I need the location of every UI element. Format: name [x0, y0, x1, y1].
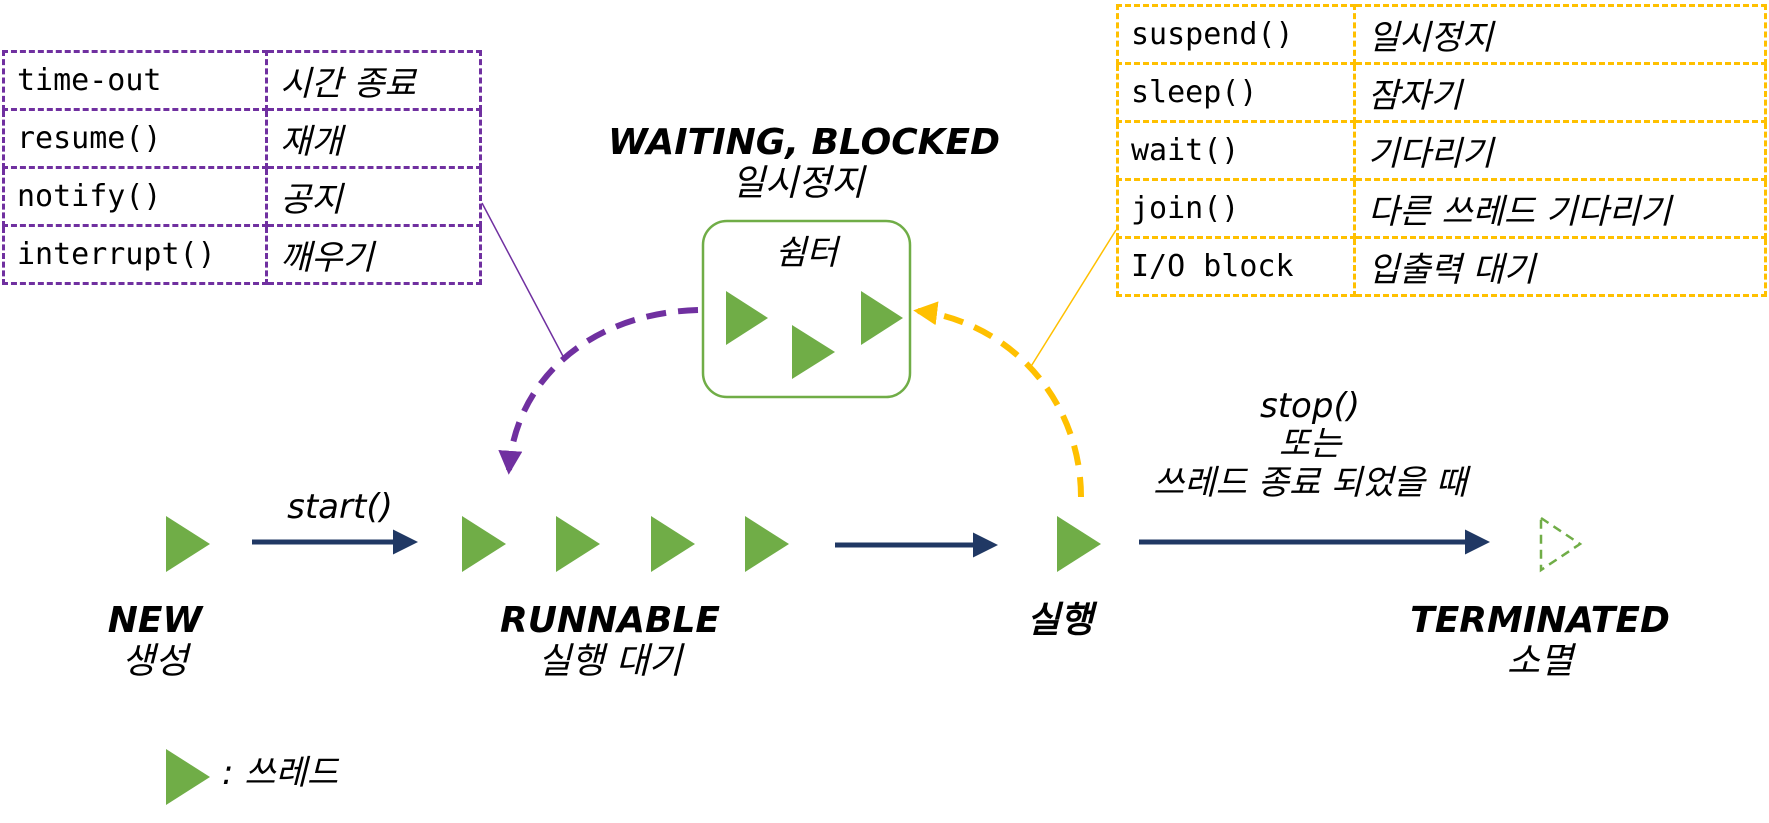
- meaning-cell: 기다리기: [1353, 120, 1767, 181]
- shelter-label: 쉼터: [775, 233, 838, 273]
- thread-icon: [861, 291, 903, 345]
- runnable-state-subtitle: 실행 대기: [538, 641, 682, 683]
- meaning-cell: 공지: [265, 166, 482, 227]
- meaning-cell: 재개: [265, 108, 482, 169]
- method-cell: join(): [1116, 178, 1356, 239]
- table-row: I/O block 입출력 대기: [1116, 236, 1767, 297]
- running-state-label: 실행: [990, 600, 1130, 641]
- table-row: time-out 시간 종료: [2, 50, 482, 111]
- table-row: notify() 공지: [2, 166, 482, 227]
- stop-label: stop() 또는 쓰레드 종료 되었을 때: [1080, 386, 1540, 503]
- runnable-thread-icon: [462, 516, 506, 572]
- thread-icon: [726, 291, 768, 345]
- purple-table-connector: [481, 202, 566, 361]
- method-cell: suspend(): [1116, 4, 1356, 65]
- resume-arrow: [498, 307, 699, 475]
- method-cell: interrupt(): [2, 224, 268, 285]
- new-thread-icon: [166, 516, 210, 572]
- method-cell: wait(): [1116, 120, 1356, 181]
- waiting-state-label: WAITING, BLOCKED 일시정지: [608, 122, 1001, 205]
- terminated-state-label: TERMINATED 소멸: [1390, 600, 1690, 683]
- table-row: suspend() 일시정지: [1116, 4, 1767, 65]
- runnable-state-title: RUNNABLE: [499, 600, 721, 641]
- new-state-title: NEW: [107, 600, 203, 641]
- legend-label: : 쓰레드: [222, 753, 339, 793]
- stop-label-line2: 또는: [1278, 424, 1342, 465]
- runnable-thread-icon: [556, 516, 600, 572]
- legend-thread-icon: [166, 749, 210, 805]
- meaning-cell: 입출력 대기: [1353, 236, 1767, 297]
- yellow-methods-table: suspend() 일시정지 sleep() 잠자기 wait() 기다리기 j…: [1116, 4, 1767, 297]
- runnable-thread-icon: [651, 516, 695, 572]
- waiting-state-subtitle: 일시정지: [731, 163, 865, 205]
- method-cell: sleep(): [1116, 62, 1356, 123]
- running-state-title: 실행: [1026, 600, 1094, 641]
- method-cell: time-out: [2, 50, 268, 111]
- table-row: join() 다른 쓰레드 기다리기: [1116, 178, 1767, 239]
- method-cell: I/O block: [1116, 236, 1356, 297]
- waiting-state-title: WAITING, BLOCKED: [608, 122, 1001, 163]
- table-row: resume() 재개: [2, 108, 482, 169]
- table-row: interrupt() 깨우기: [2, 224, 482, 285]
- method-cell: resume(): [2, 108, 268, 169]
- meaning-cell: 다른 쓰레드 기다리기: [1353, 178, 1767, 239]
- meaning-cell: 잠자기: [1353, 62, 1767, 123]
- new-state-subtitle: 생성: [121, 641, 189, 683]
- meaning-cell: 깨우기: [265, 224, 482, 285]
- thread-icon: [792, 325, 835, 379]
- start-label: start(): [287, 487, 393, 527]
- stop-label-line3: 쓰레드 종료 되었을 때: [1153, 462, 1467, 503]
- terminated-state-title: TERMINATED: [1410, 600, 1670, 641]
- terminated-thread-icon: [1539, 515, 1583, 573]
- meaning-cell: 일시정지: [1353, 4, 1767, 65]
- meaning-cell: 시간 종료: [265, 50, 482, 111]
- method-cell: notify(): [2, 166, 268, 227]
- runnable-thread-icon: [745, 516, 789, 572]
- table-row: sleep() 잠자기: [1116, 62, 1767, 123]
- runnable-state-label: RUNNABLE 실행 대기: [450, 600, 770, 683]
- stop-label-line1: stop(): [1260, 386, 1360, 426]
- yellow-table-connector: [1029, 229, 1117, 369]
- purple-methods-table: time-out 시간 종료 resume() 재개 notify() 공지 i…: [2, 50, 482, 285]
- shelter-box: [701, 219, 912, 399]
- suspend-arrow: [913, 301, 1084, 498]
- new-state-label: NEW 생성: [60, 600, 250, 683]
- running-thread-icon: [1057, 516, 1101, 572]
- terminated-state-subtitle: 소멸: [1506, 641, 1574, 683]
- table-row: wait() 기다리기: [1116, 120, 1767, 181]
